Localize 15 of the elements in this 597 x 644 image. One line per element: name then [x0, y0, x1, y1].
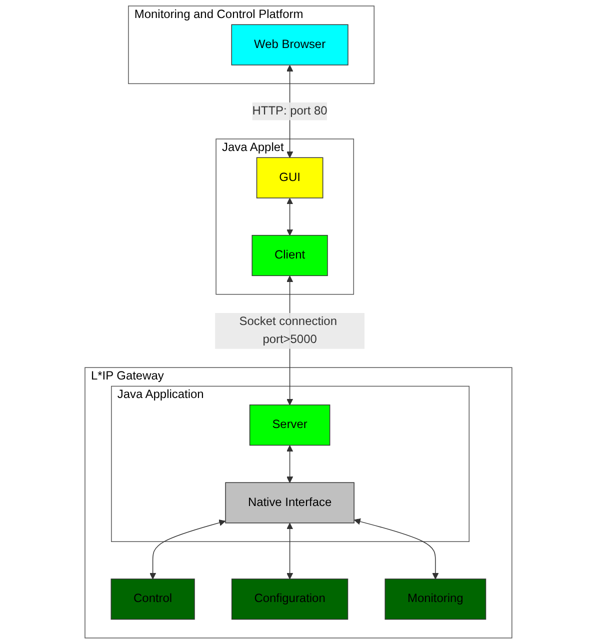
- arrow: [354, 518, 439, 580]
- arrow: [286, 445, 294, 483]
- edge-label: Socket connection port>5000: [239, 315, 338, 346]
- node-box: Monitoring: [384, 578, 486, 620]
- arrow: [286, 198, 294, 236]
- node-box: Web Browser: [231, 24, 348, 66]
- node-box: Server: [249, 404, 330, 446]
- arrow: [150, 520, 226, 580]
- node-box: Configuration: [232, 578, 348, 620]
- node-box: GUI: [256, 157, 324, 198]
- arrow: [286, 522, 294, 580]
- node-box: Native Interface: [225, 482, 354, 524]
- node-box: Control: [110, 578, 195, 620]
- edge-label: HTTP: port 80: [252, 104, 328, 118]
- node-box: Client: [252, 234, 328, 276]
